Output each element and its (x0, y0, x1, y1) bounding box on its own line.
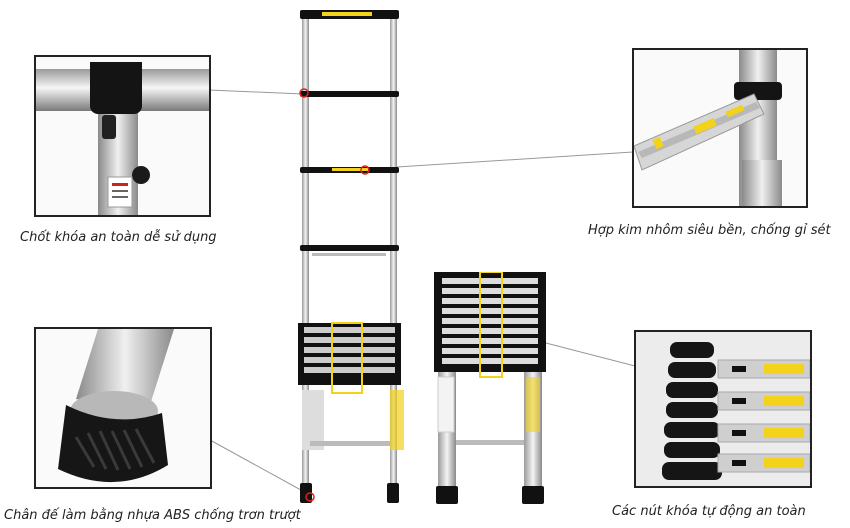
callout-line-aluminum (365, 151, 634, 170)
inset-aluminum-alloy (632, 48, 808, 208)
inset-safety-lock (34, 55, 211, 217)
callout-line-lock (208, 89, 304, 95)
caption-rubber-foot: Chân đế làm bằng nhựa ABS chống trơn trư… (4, 508, 301, 523)
collapsed-section (298, 322, 401, 394)
aluminum-rung-icon (634, 50, 782, 206)
caption-safety-lock: Chốt khóa an toàn dễ sử dụng (20, 230, 217, 245)
caption-lock-buttons: Các nút khóa tự động an toàn (612, 504, 806, 519)
collapsed-ladder-image (434, 272, 546, 504)
callout-line-buttons (541, 341, 636, 367)
collapsed-rungs (442, 278, 538, 364)
extended-ladder-image (298, 10, 404, 503)
ladder-rungs (300, 10, 399, 256)
rubber-foot-icon (58, 329, 174, 483)
lock-latch-icon (36, 62, 209, 215)
lock-button-icon (636, 332, 810, 486)
inset-lock-buttons (634, 330, 812, 488)
caption-aluminum-alloy: Hợp kim nhôm siêu bền, chống gỉ sét (588, 223, 831, 238)
callout-line-foot (209, 439, 311, 496)
inset-rubber-foot (34, 327, 212, 489)
